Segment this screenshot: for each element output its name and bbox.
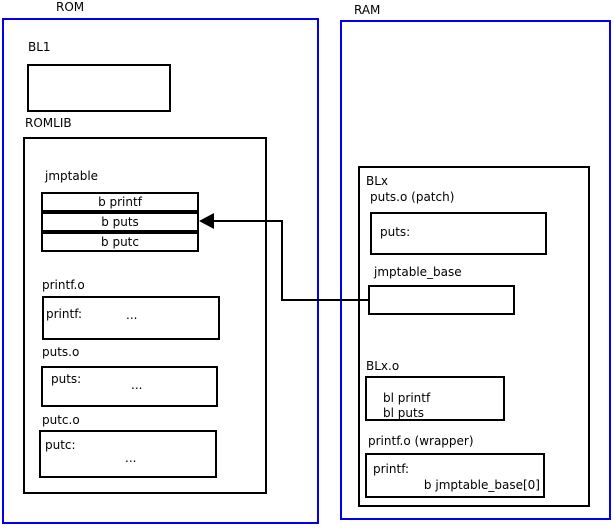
putc-symbol: putc: bbox=[45, 438, 76, 452]
printf-wrapper-box: printf: b jmptable_base[0] bbox=[365, 453, 545, 498]
jmptable-base-label: jmptable_base bbox=[374, 265, 462, 279]
jmptable-entry-putc: b putc bbox=[41, 232, 199, 252]
ram-region-title: RAM bbox=[354, 3, 381, 17]
jmptable-entry-printf: b printf bbox=[41, 192, 199, 212]
blx-o-line-printf: bl printf bbox=[383, 391, 431, 405]
printf-wrapper-symbol: printf: bbox=[373, 462, 410, 476]
blx-label: BLx bbox=[366, 174, 389, 188]
printf-body-ellipsis: ... bbox=[126, 308, 138, 322]
blx-o-label: BLx.o bbox=[366, 359, 400, 373]
blx-o-line-puts: bl puts bbox=[383, 406, 424, 420]
printf-wrapper-label: printf.o (wrapper) bbox=[368, 434, 474, 448]
puts-o-label: puts.o bbox=[42, 345, 80, 359]
romlib-label: ROMLIB bbox=[25, 116, 72, 130]
printf-wrapper-body: b jmptable_base[0] bbox=[423, 478, 540, 492]
bl1-box bbox=[27, 64, 171, 112]
jmptable-box: b printf b puts b putc bbox=[41, 192, 199, 252]
putc-body-ellipsis: ... bbox=[125, 451, 137, 465]
putc-o-label: putc.o bbox=[42, 413, 80, 427]
rom-region-title: ROM bbox=[56, 0, 85, 14]
jmptable-base-box bbox=[368, 285, 515, 315]
puts-patch-label: puts.o (patch) bbox=[370, 190, 455, 204]
jmptable-entry-puts: b puts bbox=[41, 212, 199, 232]
puts-patch-box: puts: bbox=[370, 212, 547, 255]
bl1-label: BL1 bbox=[28, 40, 51, 54]
puts-patch-symbol: puts: bbox=[380, 225, 411, 239]
puts-o-box: puts: ... bbox=[41, 366, 218, 407]
putc-o-box: putc: ... bbox=[39, 430, 217, 478]
printf-o-label: printf.o bbox=[42, 278, 85, 292]
puts-body-ellipsis: ... bbox=[131, 378, 143, 392]
jmptable-label: jmptable bbox=[45, 169, 99, 183]
printf-symbol: printf: bbox=[46, 307, 83, 321]
puts-symbol: puts: bbox=[51, 372, 82, 386]
printf-o-box: printf: ... bbox=[42, 296, 220, 340]
blx-o-box: bl printf bl puts bbox=[365, 376, 505, 421]
